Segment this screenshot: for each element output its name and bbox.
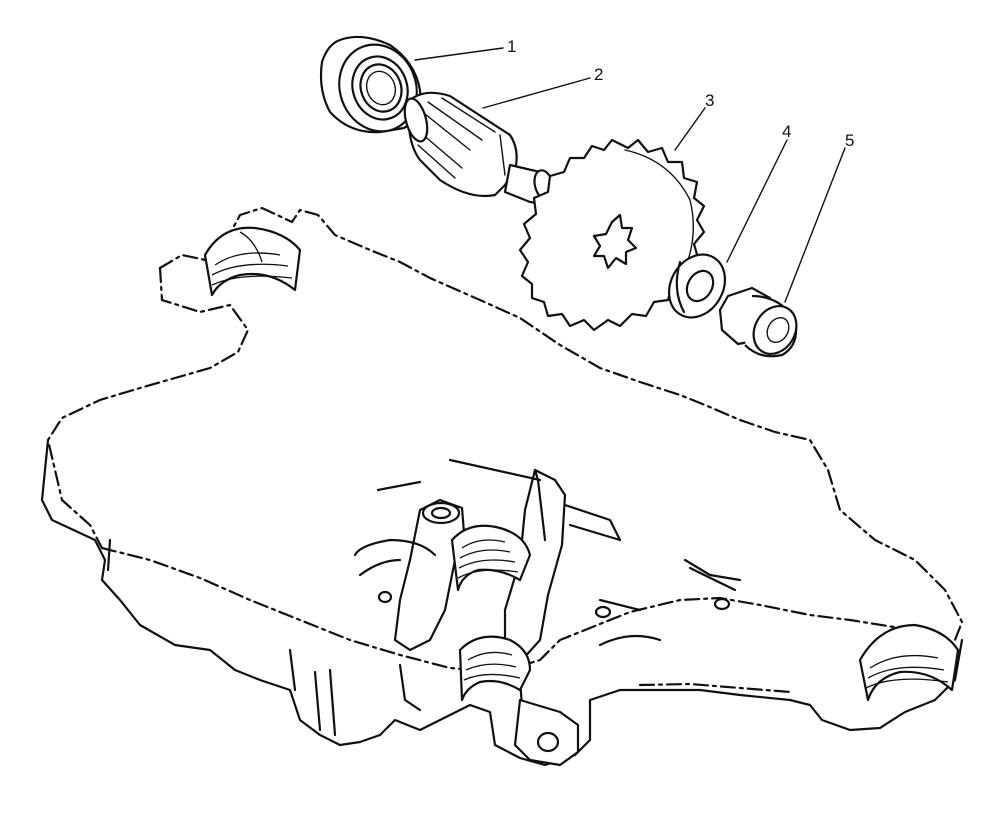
left-bearing-journal <box>203 226 302 297</box>
callout-label-3: 3 <box>705 91 714 110</box>
part-3-sprocket <box>518 138 706 332</box>
rear-bearing-journal <box>458 635 532 702</box>
callout-label-5: 5 <box>845 131 854 150</box>
callout-label-2: 2 <box>594 65 603 84</box>
main-bearing-journal <box>450 524 532 592</box>
callout-label-1: 1 <box>507 37 516 56</box>
part-4-washer <box>667 253 727 319</box>
callout-leaders <box>414 47 846 303</box>
part-5-nut <box>718 286 798 358</box>
crankcase-housing <box>40 206 964 767</box>
right-bearing-journal <box>858 623 960 702</box>
part-1-ball-bearing <box>319 35 422 134</box>
callout-label-4: 4 <box>782 122 791 141</box>
part-2-pinion-shaft <box>403 91 555 204</box>
